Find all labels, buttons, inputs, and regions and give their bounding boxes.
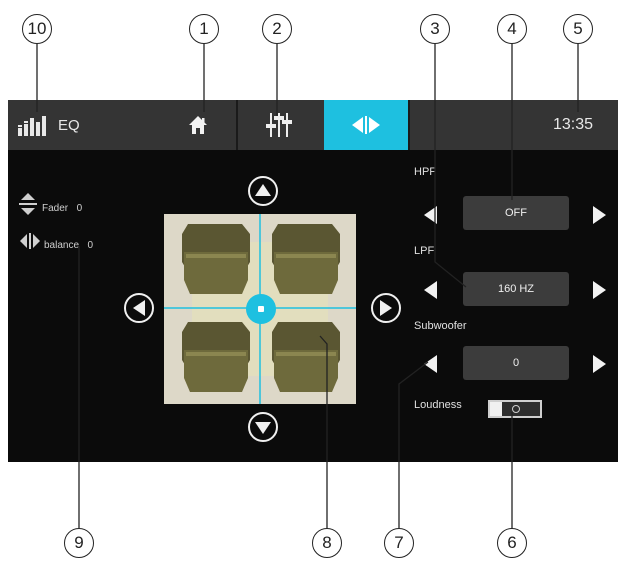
loudness-label: Loudness <box>414 399 462 411</box>
arrow-right-icon <box>380 300 392 316</box>
callout-9: 9 <box>64 528 94 558</box>
equalizer-bars-icon <box>18 114 50 136</box>
left-right-arrows-icon <box>349 115 383 135</box>
lpf-label: LPF <box>414 245 435 257</box>
hpf-decrease-button[interactable] <box>424 206 437 224</box>
seat-balance-panel[interactable] <box>164 214 356 404</box>
fader-up-button[interactable] <box>248 176 278 206</box>
callout-10: 10 <box>22 14 52 44</box>
fader-value: 0 <box>76 203 83 214</box>
fader-readout: Fader 0 <box>42 198 82 216</box>
lpf-increase-button[interactable] <box>593 281 606 299</box>
seat-rear-right <box>272 322 340 392</box>
fader-label: Fader <box>42 203 69 214</box>
subwoofer-increase-button[interactable] <box>593 355 606 373</box>
balance-position-handle[interactable] <box>246 294 276 324</box>
home-icon[interactable] <box>188 115 208 135</box>
balance-label: balance <box>44 240 80 251</box>
seat-front-left <box>182 224 250 294</box>
callout-5: 5 <box>563 14 593 44</box>
callout-4: 4 <box>497 14 527 44</box>
callout-3: 3 <box>420 14 450 44</box>
fader-down-button[interactable] <box>248 412 278 442</box>
callout-2: 2 <box>262 14 292 44</box>
topbar-separator <box>408 100 410 150</box>
hpf-increase-button[interactable] <box>593 206 606 224</box>
fader-icon <box>18 192 38 216</box>
clock-time: 13:35 <box>552 116 594 133</box>
eq-label: EQ <box>58 116 80 134</box>
loudness-toggle-knob <box>490 402 502 416</box>
arrow-left-icon <box>133 300 145 316</box>
arrow-down-icon <box>255 422 271 434</box>
callout-1: 1 <box>189 14 219 44</box>
seat-rear-left <box>182 322 250 392</box>
subwoofer-label: Subwoofer <box>414 320 467 332</box>
hpf-value: OFF <box>463 196 569 230</box>
lpf-value: 160 HZ <box>463 272 569 306</box>
hpf-label: HPF <box>414 166 436 178</box>
balance-value: 0 <box>87 240 94 251</box>
toggle-indicator-icon <box>512 405 520 413</box>
subwoofer-value: 0 <box>463 346 569 380</box>
seat-front-right <box>272 224 340 294</box>
eq-button[interactable]: EQ <box>8 100 236 150</box>
top-bar: EQ <box>8 100 618 150</box>
balance-right-button[interactable] <box>371 293 401 323</box>
subwoofer-decrease-button[interactable] <box>424 355 437 373</box>
callout-6: 6 <box>497 528 527 558</box>
clock: 13:35 <box>528 100 618 150</box>
topbar-separator <box>236 100 238 150</box>
sound-settings-button[interactable] <box>238 100 322 150</box>
callout-8: 8 <box>312 528 342 558</box>
balance-readout: balance 0 <box>44 235 93 253</box>
sliders-icon <box>265 110 295 140</box>
balance-tab[interactable] <box>324 100 408 150</box>
loudness-toggle[interactable] <box>488 400 542 418</box>
arrow-up-icon <box>255 184 271 196</box>
head-unit-screen: EQ <box>8 100 618 462</box>
balance-icon <box>18 233 42 249</box>
callout-7: 7 <box>384 528 414 558</box>
lpf-decrease-button[interactable] <box>424 281 437 299</box>
balance-left-button[interactable] <box>124 293 154 323</box>
